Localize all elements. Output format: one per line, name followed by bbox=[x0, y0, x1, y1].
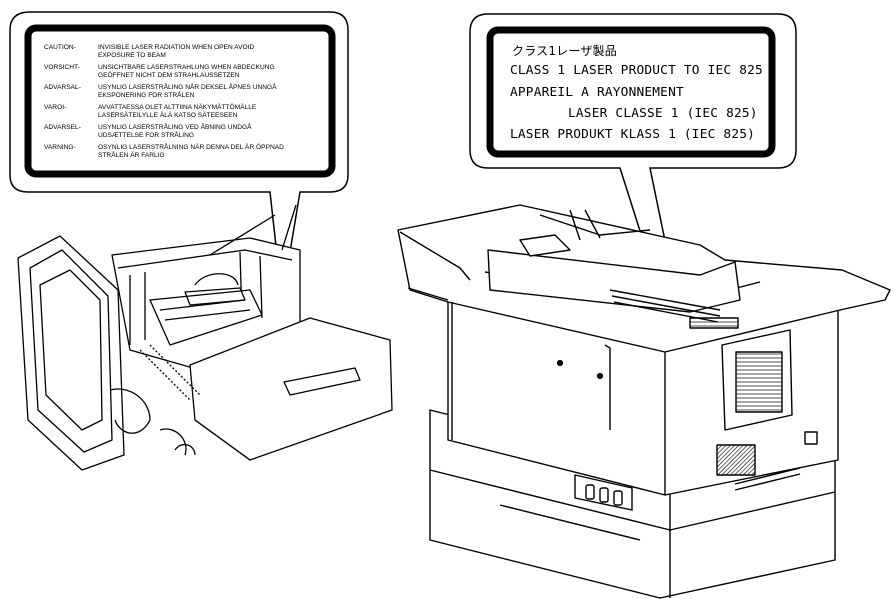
caution-text: USYNLIG LASERSTRÅLING VED ÅBNING UNDGÅ U… bbox=[98, 124, 252, 139]
caution-lang: ADVARSEL- bbox=[44, 124, 81, 131]
caution-label-frame bbox=[24, 24, 336, 178]
class1-label-french-2: LASER CLASSE 1 (IEC 825) bbox=[568, 106, 758, 121]
caution-row: CAUTION- INVISIBLE LASER RADIATION WHEN … bbox=[40, 44, 328, 64]
caution-row: ADVARSAL- USYNLIG LASERSTRÅLING NÅR DEKS… bbox=[40, 84, 328, 104]
opened-printer-left bbox=[17, 204, 393, 471]
caution-lang: VAROI- bbox=[44, 104, 67, 111]
class1-label-japanese: クラス1レーザ製品 bbox=[512, 44, 617, 58]
caution-row: VAROI- AVVATTAESSA OLET ALTTIINA NÄKYMÄT… bbox=[40, 104, 328, 124]
caution-text: OSYNLIG LASERSTRÅLNING NÄR DENNA DEL ÄR … bbox=[98, 144, 284, 159]
caution-text: USYNLIG LASERSTRÅLING NÅR DEKSEL ÅPNES U… bbox=[98, 84, 277, 99]
caution-lang: VORSICHT- bbox=[44, 64, 80, 71]
caution-lang: CAUTION- bbox=[44, 44, 76, 51]
caution-text: UNSICHTBARE LASERSTRAHLUNG WHEN ABDECKUN… bbox=[98, 64, 275, 79]
class1-label-frame bbox=[486, 26, 776, 158]
class1-label: クラス1レーザ製品 CLASS 1 LASER PRODUCT TO IEC 8… bbox=[500, 36, 770, 154]
printer-right bbox=[397, 204, 891, 599]
class1-label-swedish: LASER PRODUKT KLASS 1 (IEC 825) bbox=[510, 127, 756, 142]
class1-label-french-1: APPAREIL A RAYONNEMENT bbox=[510, 85, 684, 100]
caution-lang: VARNING- bbox=[44, 144, 76, 151]
caution-row: VORSICHT- UNSICHTBARE LASERSTRAHLUNG WHE… bbox=[40, 64, 328, 84]
caution-row: ADVARSEL- USYNLIG LASERSTRÅLING VED ÅBNI… bbox=[40, 124, 328, 144]
caution-row: VARNING- OSYNLIG LASERSTRÅLNING NÄR DENN… bbox=[40, 144, 328, 164]
caution-text: AVVATTAESSA OLET ALTTIINA NÄKYMÄTTÖMÄLLE… bbox=[98, 104, 257, 119]
caution-label: CAUTION- INVISIBLE LASER RADIATION WHEN … bbox=[40, 40, 328, 162]
class1-label-english: CLASS 1 LASER PRODUCT TO IEC 825 bbox=[510, 63, 763, 78]
caution-lang: ADVARSAL- bbox=[44, 84, 81, 91]
caution-text: INVISIBLE LASER RADIATION WHEN OPEN AVOI… bbox=[98, 44, 255, 59]
